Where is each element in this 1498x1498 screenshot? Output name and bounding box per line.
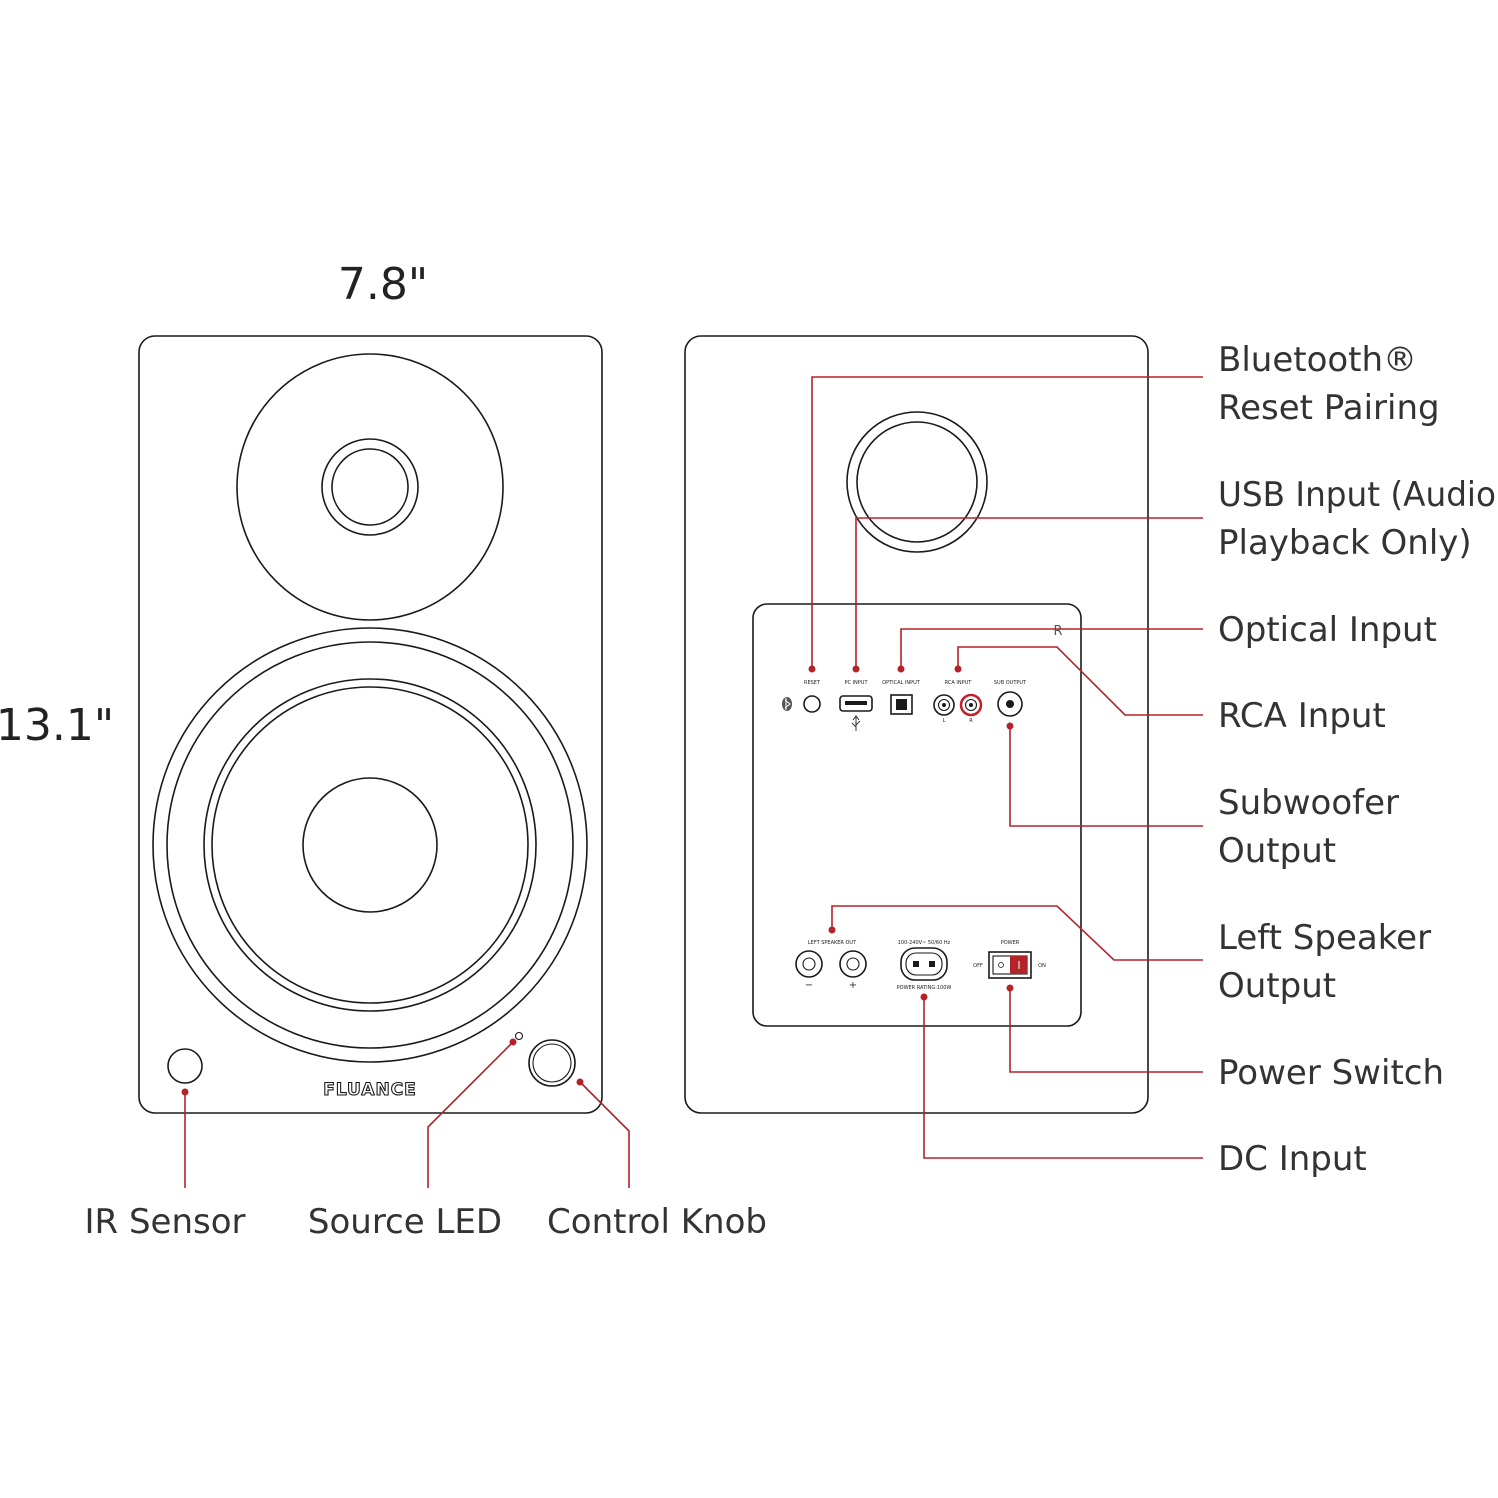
- rear-speaker: R RESET PC INPUT OPTICAL INPUT RCA INPUT…: [684, 335, 1149, 1114]
- source-led-label: Source LED: [308, 1202, 502, 1242]
- usb-port-slot: [845, 701, 867, 705]
- front-leaders: [181, 1038, 630, 1188]
- sub-output-leader: [1009, 726, 1203, 827]
- off-label: OFF: [973, 963, 983, 969]
- optical-port-shutter: [896, 699, 907, 710]
- tweeter-ring: [321, 438, 419, 536]
- sub-label-line2: Output: [1218, 831, 1336, 871]
- rca-label: RCA Input: [1218, 696, 1386, 736]
- rca-input-port-label: RCA INPUT: [945, 680, 973, 686]
- optical-input-port-label: OPTICAL INPUT: [882, 680, 921, 686]
- reset-port-label: RESET: [804, 680, 821, 686]
- pc-input-port-label: PC INPUT: [844, 680, 868, 686]
- power-port-label: POWER: [1001, 940, 1020, 946]
- bluetooth-label-line2: Reset Pairing: [1218, 388, 1440, 428]
- woofer-surround-outer: [203, 678, 537, 1012]
- left-speaker-out-port-label: LEFT SPEAKER OUT: [808, 940, 857, 946]
- voltage-label: 100-240V~ 50/60 Hz: [898, 940, 951, 946]
- dc-input-pin-right: [929, 961, 935, 967]
- left-speaker-leader: [831, 905, 1203, 961]
- left-speaker-label-line2: Output: [1218, 966, 1336, 1006]
- usb-label-line1: USB Input (Audio: [1218, 475, 1496, 515]
- width-dimension: 7.8": [338, 259, 428, 310]
- power-switch: [988, 951, 1032, 979]
- rear-cabinet: [684, 335, 1149, 1114]
- control-knob-inner: [532, 1043, 572, 1083]
- bass-port-outer: [846, 411, 988, 553]
- optical-input-leader: [900, 628, 1203, 669]
- dc-input-label: DC Input: [1218, 1139, 1367, 1179]
- front-speaker: FLUANCE: [138, 335, 603, 1114]
- source-led-leader: [427, 1041, 514, 1188]
- power-switch-off-mark: [998, 962, 1004, 968]
- tweeter-dome: [331, 448, 409, 526]
- control-knob-leader: [579, 1081, 630, 1188]
- ir-sensor: [167, 1048, 203, 1084]
- usb-icon: [851, 715, 861, 731]
- front-cabinet: [138, 335, 603, 1114]
- rca-left-jack-inner: [937, 698, 951, 712]
- woofer-frame-inner: [166, 641, 574, 1049]
- on-label: ON: [1038, 963, 1046, 969]
- control-knob-label: Control Knob: [547, 1202, 767, 1242]
- rca-right-jack-inner: [964, 698, 978, 712]
- dc-input-socket: [900, 947, 948, 981]
- rca-left-jack: [933, 694, 955, 716]
- left-speaker-label-line1: Left Speaker: [1218, 918, 1431, 958]
- woofer-surround-inner: [211, 686, 529, 1004]
- power-switch-label: Power Switch: [1218, 1053, 1444, 1093]
- woofer-frame-outer: [152, 627, 588, 1063]
- optical-label: Optical Input: [1218, 610, 1437, 650]
- left-speaker-terminal-plus-inner: [846, 957, 860, 971]
- source-led: [514, 1031, 524, 1041]
- connector-panel: [752, 603, 1082, 1027]
- sub-output-port-label: SUB OUTPUT: [994, 680, 1027, 686]
- usb-port: [839, 695, 873, 712]
- sub-output-jack: [997, 691, 1023, 717]
- tweeter-waveguide: [236, 353, 504, 621]
- minus-mark: −: [805, 980, 813, 991]
- bluetooth-label-line1: Bluetooth®: [1218, 340, 1417, 380]
- rca-right-jack: [959, 693, 983, 717]
- left-speaker-terminal-minus-inner: [802, 957, 816, 971]
- rca-input-leader: [957, 646, 1203, 716]
- left-speaker-terminal-plus: [839, 950, 867, 978]
- rca-right-mark: R: [969, 718, 973, 724]
- left-speaker-terminal-minus: [795, 950, 823, 978]
- power-switch-leader: [1009, 988, 1203, 1073]
- usb-input-leader: [855, 517, 1203, 669]
- dc-input-pin-left: [913, 961, 919, 967]
- woofer-dust-cap: [302, 777, 438, 913]
- bluetooth-reset-leader: [811, 376, 1203, 669]
- height-dimension: 13.1": [0, 700, 114, 751]
- rear-leaders: [808, 376, 1203, 1159]
- plus-mark: +: [849, 980, 857, 991]
- reset-button: [803, 695, 821, 713]
- power-rating-label: POWER RATING:100W: [897, 985, 952, 991]
- dc-input-leader: [923, 997, 1203, 1159]
- dc-input-socket-inner: [905, 952, 943, 976]
- rca-right-jack-pin: [969, 703, 973, 707]
- optical-port: [890, 694, 913, 715]
- sub-label-line1: Subwoofer: [1218, 783, 1399, 823]
- ir-sensor-label: IR Sensor: [84, 1202, 245, 1242]
- rca-left-mark: L: [943, 718, 946, 724]
- rca-left-jack-pin: [942, 703, 946, 707]
- sub-output-jack-pin: [1006, 700, 1014, 708]
- channel-mark: R: [1053, 624, 1062, 639]
- control-knob: [528, 1039, 576, 1087]
- bluetooth-icon: [782, 697, 792, 711]
- usb-label-line2: Playback Only): [1218, 523, 1472, 563]
- fluance-logo: FLUANCE: [323, 1080, 417, 1100]
- bass-port-inner: [856, 421, 978, 543]
